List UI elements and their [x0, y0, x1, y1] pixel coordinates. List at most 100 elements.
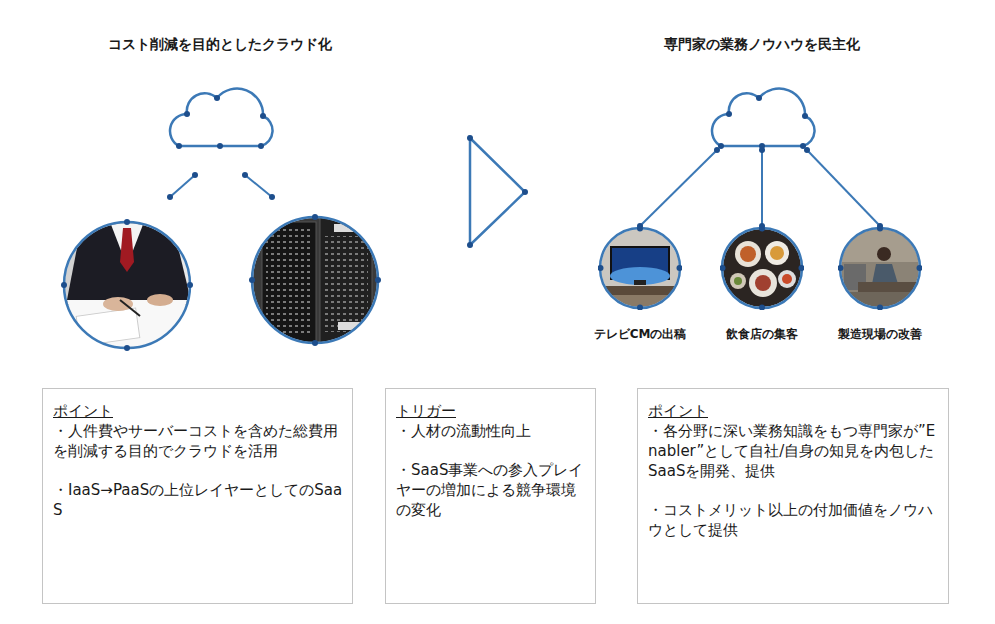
illustration-part — [800, 143, 806, 149]
illustration-part — [730, 273, 746, 289]
box-heading: トリガー — [396, 401, 587, 421]
frame-dots — [61, 219, 193, 351]
illustration-part — [187, 282, 193, 288]
illustration-part — [917, 265, 923, 271]
frame-dots — [249, 214, 381, 346]
illustration-part — [858, 282, 918, 292]
photo-illustration — [598, 226, 682, 310]
illustration-part — [770, 246, 784, 260]
illustration-part — [60, 300, 200, 360]
illustration-part — [759, 305, 765, 311]
illustration-part — [838, 265, 844, 271]
bullet-text: ・コストメリット以上の付加価値をノウハウとして提供 — [648, 500, 940, 540]
illustration-part — [192, 172, 198, 178]
cloud-outline — [170, 89, 273, 146]
photo-frame — [600, 228, 680, 308]
section-title: 専門家の業務ノウハウを民主化 — [622, 35, 902, 53]
arrow-dots — [467, 135, 528, 248]
illustration-part — [124, 345, 130, 351]
illustration-part — [637, 226, 643, 232]
illustration-part — [782, 274, 792, 284]
bullet-text: ・人材の流動性向上 — [396, 421, 587, 441]
box-heading: ポイント — [648, 401, 940, 421]
illustration-part — [778, 270, 796, 288]
illustration-part — [610, 267, 670, 285]
illustration-part — [720, 226, 804, 310]
illustration-part — [677, 265, 683, 271]
illustration-part — [872, 264, 898, 284]
section-title: コスト削減を目的としたクラウド化 — [80, 35, 360, 53]
illustration-part — [720, 265, 726, 271]
connector-line — [640, 150, 717, 226]
illustration-part — [217, 143, 223, 149]
illustration-part — [66, 222, 192, 305]
illustration-part — [120, 300, 140, 316]
circle-label: テレビCMの出稿 — [580, 326, 700, 342]
server-photo — [250, 215, 380, 345]
cloud-dots — [176, 95, 266, 149]
bullet-text: ・SaaS事業への参入プレイヤーの増加による競争環境の変化 — [396, 460, 587, 520]
cloud-icon — [165, 84, 275, 150]
illustration-part — [260, 113, 266, 119]
illustration-part — [269, 194, 275, 200]
photo-frame — [64, 222, 190, 348]
illustration-part — [877, 305, 883, 311]
connector — [637, 147, 720, 229]
illustration-part — [467, 135, 473, 141]
bullet-text: ・各分野に深い業務知識をもつ専門家が”Enabler”として自社/自身の知見を内… — [648, 421, 940, 481]
illustration-part — [103, 297, 133, 311]
connector-line — [807, 150, 880, 226]
illustration-part — [60, 220, 200, 360]
illustration-part — [522, 189, 528, 195]
illustration-part — [61, 282, 67, 288]
illustration-part — [759, 226, 765, 232]
frame-dots — [598, 226, 682, 310]
text-box: ポイント・各分野に深い業務知識をもつ専門家が”Enabler”として自社/自身の… — [637, 388, 949, 604]
illustration-part — [214, 95, 220, 101]
illustration-part — [802, 113, 808, 119]
illustration-part — [637, 305, 643, 311]
illustration-part — [375, 277, 381, 283]
photo-frame — [840, 228, 920, 308]
illustration-part — [765, 241, 789, 265]
illustration-part — [312, 340, 318, 346]
illustration-part — [467, 242, 473, 248]
illustration-part — [734, 277, 742, 285]
frame-dots — [838, 226, 922, 310]
photo-circle — [838, 226, 922, 310]
illustration-part — [249, 277, 255, 283]
illustration-part — [320, 218, 372, 342]
leader-dots — [167, 172, 275, 200]
illustration-part — [606, 286, 674, 295]
illustration-part — [120, 228, 134, 272]
businessman-photo — [60, 220, 200, 360]
illustration-part — [755, 275, 771, 291]
illustration-part — [756, 95, 762, 101]
illustration-part — [598, 265, 604, 271]
photo-frame — [252, 217, 378, 343]
circle-label: 飲食店の集客 — [702, 326, 822, 342]
photo-illustration — [838, 226, 922, 310]
illustration-part — [718, 143, 724, 149]
bullet-text: ・人件費やサーバーコストを含めた総費用を削減する目的でクラウドを活用 — [53, 421, 344, 461]
illustration-part — [147, 294, 173, 306]
photo-illustration — [720, 226, 804, 310]
cloud-outline — [712, 89, 815, 146]
text-box: トリガー・人材の流動性向上・SaaS事業への参入プレイヤーの増加による競争環境の… — [385, 388, 596, 604]
cloud-node: コスト削減を目的としたクラウド化 — [80, 35, 360, 150]
cloud-icon — [707, 84, 817, 150]
illustration-part — [250, 215, 380, 345]
photo-node: 飲食店の集客 — [702, 226, 822, 342]
text-box: ポイント・人件費やサーバーコストを含めた総費用を削減する目的でクラウドを活用・I… — [42, 388, 353, 604]
illustration-part — [759, 143, 765, 149]
illustration-part — [598, 286, 682, 310]
illustration-part — [324, 236, 368, 332]
photo-node: テレビCMの出稿 — [580, 226, 700, 342]
illustration-part — [838, 226, 922, 310]
illustration-part — [735, 241, 761, 267]
illustration-part — [258, 143, 264, 149]
illustration-part — [799, 265, 805, 271]
illustration-part — [76, 308, 140, 346]
illustration-part — [176, 143, 182, 149]
